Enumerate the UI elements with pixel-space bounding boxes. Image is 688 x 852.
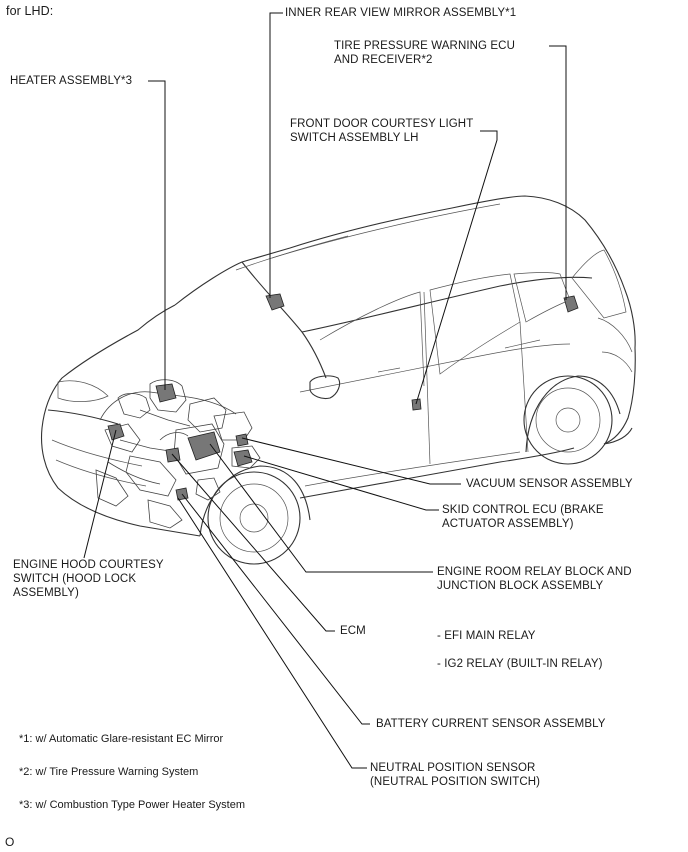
engine-compartment — [95, 379, 261, 529]
door-switch-part — [411, 398, 422, 411]
variant-label: for LHD: — [6, 4, 54, 18]
footnote-1: *1: w/ Automatic Glare-resistant EC Mirr… — [19, 733, 224, 745]
tire-pressure-label: TIRE PRESSURE WARNING ECU AND RECEIVER*2 — [334, 40, 515, 66]
inner-mirror-label: INNER REAR VIEW MIRROR ASSEMBLY*1 — [285, 7, 517, 19]
leader-skid — [243, 455, 439, 511]
ig2-label: - IG2 RELAY (BUILT-IN RELAY) — [437, 658, 603, 670]
leader-ecm — [171, 453, 335, 632]
tire-pressure-ecu-part — [563, 295, 579, 313]
footnote-3: *3: w/ Combustion Type Power Heater Syst… — [19, 799, 246, 811]
leader-heater — [148, 80, 166, 390]
leader-vacuum — [241, 437, 461, 485]
leader-inner-mirror — [269, 12, 283, 298]
vacuum-sensor-part — [235, 433, 249, 447]
leader-lines — [83, 12, 567, 769]
car-body — [41, 195, 636, 565]
ecm-label: ECM — [340, 625, 366, 637]
skid-ecu-part — [233, 449, 253, 467]
efi-label: - EFI MAIN RELAY — [437, 630, 536, 642]
highlighted-parts — [107, 293, 579, 501]
heater-label: HEATER ASSEMBLY*3 — [10, 75, 133, 87]
leader-hood — [83, 429, 117, 559]
figure-code: O — [5, 835, 15, 849]
neutral-label: NEUTRAL POSITION SENSOR (NEUTRAL POSITIO… — [370, 762, 541, 788]
relay-block-label: ENGINE ROOM RELAY BLOCK AND JUNCTION BLO… — [437, 566, 632, 592]
battery-label: BATTERY CURRENT SENSOR ASSEMBLY — [376, 718, 606, 730]
front-door-label: FRONT DOOR COURTESY LIGHT SWITCH ASSEMBL… — [290, 118, 474, 144]
leader-neutral — [177, 497, 367, 769]
hood-label: ENGINE HOOD COURTESY SWITCH (HOOD LOCK A… — [13, 559, 164, 599]
heater-part — [155, 383, 177, 403]
vacuum-label: VACUUM SENSOR ASSEMBLY — [466, 478, 633, 490]
leader-tire-pressure — [549, 45, 567, 300]
relay-block-part — [187, 431, 221, 461]
leader-front-door — [415, 130, 498, 405]
footnote-2: *2: w/ Tire Pressure Warning System — [19, 766, 199, 778]
skid-label: SKID CONTROL ECU (BRAKE ACTUATOR ASSEMBL… — [442, 504, 604, 530]
leader-relay-block — [209, 443, 433, 573]
leader-battery — [181, 493, 370, 725]
